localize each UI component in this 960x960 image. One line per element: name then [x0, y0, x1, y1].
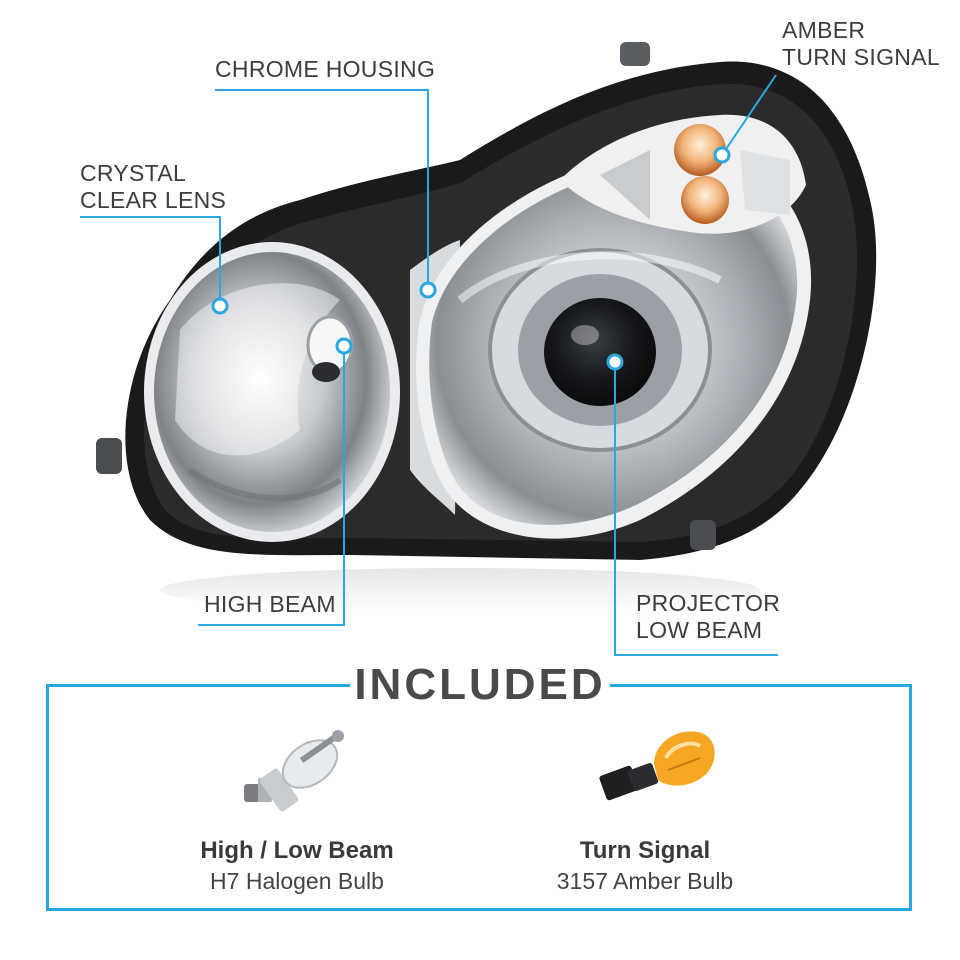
amber-bulb-icon	[599, 731, 715, 801]
callout-chrome-housing: CHROME HOUSING	[215, 56, 436, 82]
included-item-title: High / Low Beam	[200, 837, 394, 864]
included-item-high-low-beam: High / Low Beam H7 Halogen Bulb	[147, 836, 447, 896]
h7-bulb-icon	[244, 730, 344, 812]
callout-dots	[211, 146, 731, 371]
callout-high-beam: HIGH BEAM	[204, 591, 336, 617]
included-item-subtitle: H7 Halogen Bulb	[210, 868, 384, 894]
included-item-title: Turn Signal	[579, 837, 711, 864]
callout-crystal-clear-lens: CRYSTAL CLEAR LENS	[80, 160, 227, 213]
projector-lens	[416, 149, 812, 539]
included-title: INCLUDED	[354, 660, 606, 709]
included-frame	[46, 685, 912, 911]
included-item-subtitle: 3157 Amber Bulb	[556, 868, 734, 894]
included-item-turn-signal: Turn Signal 3157 Amber Bulb	[495, 836, 795, 896]
included-frame-top-right	[610, 684, 912, 687]
callout-lines	[80, 74, 778, 656]
amber-turn-signal	[560, 114, 806, 234]
high-beam-lens	[144, 242, 400, 542]
callout-amber-turn-signal: AMBER TURN SIGNAL	[782, 17, 940, 70]
included-frame-top-left	[46, 684, 350, 687]
callout-projector-low-beam: PROJECTOR LOW BEAM	[636, 590, 781, 643]
